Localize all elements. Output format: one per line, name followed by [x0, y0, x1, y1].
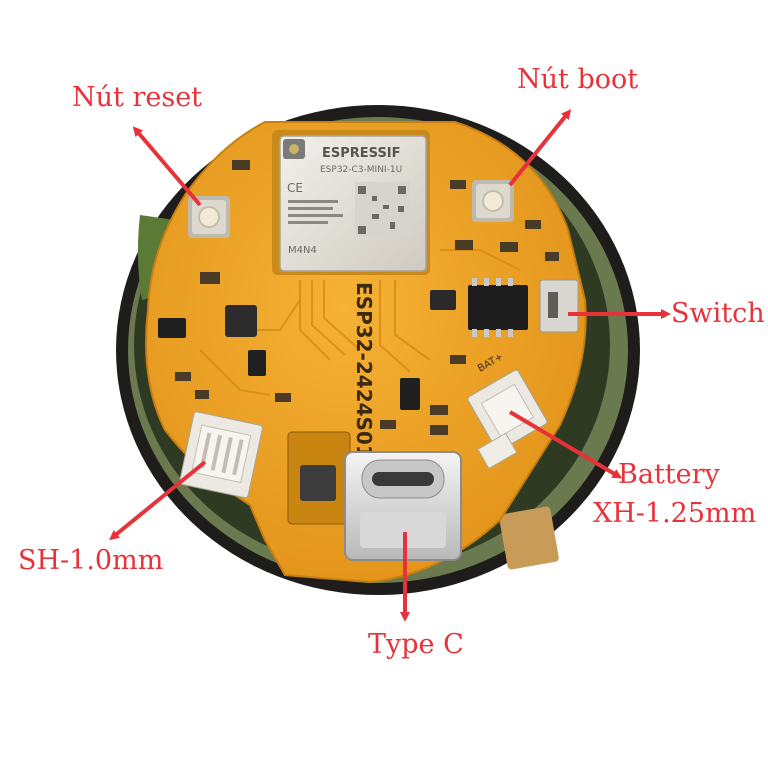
flex-cable — [287, 431, 351, 525]
label-reset-button: Nút reset — [72, 82, 203, 113]
battery-connector-part — [467, 369, 548, 470]
arrow-boot — [508, 109, 572, 187]
module-brand: ESPRESSIF — [322, 146, 401, 161]
kapton-tab — [499, 506, 559, 570]
annotation-arrows — [109, 109, 671, 622]
arrow-sh — [109, 460, 207, 541]
label-sh-connector: SH-1.0mm — [18, 545, 164, 576]
label-boot-button: Nút boot — [517, 64, 639, 95]
module-model: ESP32-C3-MINI-1U — [320, 165, 402, 175]
arrow-battery — [508, 410, 623, 479]
label-battery-connector: XH-1.25mm — [593, 498, 757, 529]
sh-connector-part — [179, 411, 263, 499]
reset-button-part — [188, 196, 230, 238]
module-code: M4N4 — [288, 245, 317, 256]
pcb — [145, 121, 587, 584]
label-switch: Switch — [671, 298, 765, 329]
boot-button-part — [472, 180, 514, 222]
silkscreen-board-name: ESP32-2424S012 — [352, 282, 376, 473]
module-ce-mark: CE — [287, 181, 303, 195]
chips — [158, 278, 528, 410]
passives — [175, 160, 559, 435]
esp32-module: ESPRESSIF ESP32-C3-MINI-1U CE M4N4 — [272, 130, 430, 275]
slide-switch-part — [539, 279, 579, 333]
arrow-reset — [132, 126, 202, 207]
label-battery: Battery — [618, 459, 720, 490]
label-type-c: Type C — [368, 629, 464, 660]
pcb-traces — [199, 249, 521, 396]
